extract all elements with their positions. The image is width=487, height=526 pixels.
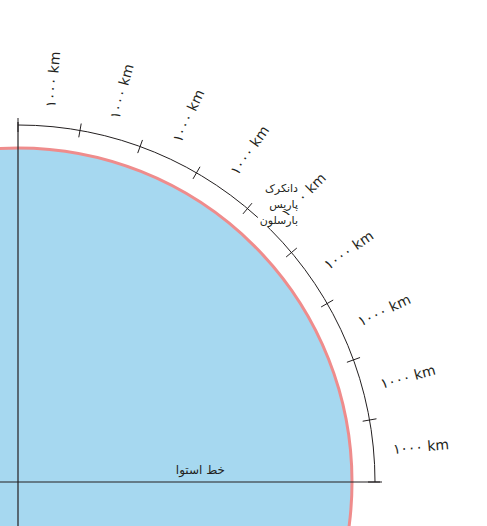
city-label: دانکرک — [263, 183, 300, 195]
bracket-tick — [347, 358, 360, 363]
bracket-tick — [368, 482, 382, 483]
bracket-ticks — [18, 118, 382, 482]
bracket-tick — [363, 419, 377, 421]
bracket-tick — [138, 140, 143, 153]
distance-bracket — [18, 125, 375, 482]
bracket-tick — [79, 124, 81, 138]
bracket-tick — [243, 203, 252, 214]
city-label: پاریس — [267, 199, 300, 211]
city-label: بارسلون — [258, 215, 300, 227]
axis-line — [17, 122, 18, 526]
bracket-tick — [193, 167, 200, 179]
equator-label: خط استوا — [176, 464, 225, 477]
bracket-tick — [18, 118, 19, 132]
earth-disc — [0, 148, 352, 526]
bracket-tick — [321, 300, 333, 307]
bracket-tick — [286, 248, 297, 257]
equator-line — [0, 481, 380, 482]
